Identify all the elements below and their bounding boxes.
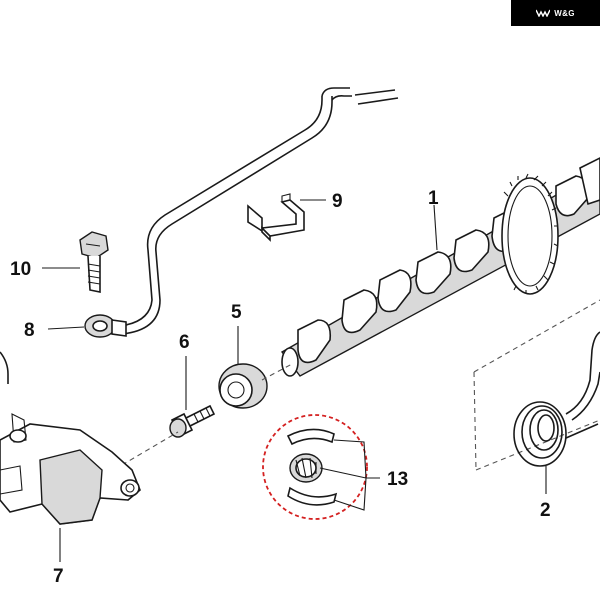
bolt xyxy=(79,231,109,293)
alignment-line xyxy=(261,363,293,381)
camshaft xyxy=(280,157,600,377)
leader-1 xyxy=(433,204,438,251)
torsion-spring xyxy=(513,331,600,467)
oil-pipe xyxy=(119,87,399,335)
screw xyxy=(169,404,216,438)
leader-13 xyxy=(319,439,380,511)
brand-badge: W&G xyxy=(511,0,600,26)
part-label-5: 5 xyxy=(231,302,242,323)
part-label-1: 1 xyxy=(428,188,439,209)
banjo-fitting xyxy=(84,314,127,338)
part-label-7: 7 xyxy=(53,566,64,587)
part-label-10: 10 xyxy=(10,259,31,280)
sensor-housing xyxy=(0,351,141,525)
brand-logo-text: W&G xyxy=(554,8,575,18)
part-2-group-box xyxy=(473,299,600,471)
wolf-icon xyxy=(536,9,551,17)
part-label-9: 9 xyxy=(332,191,343,212)
thrust-rings-highlight xyxy=(262,414,368,520)
part-label-13: 13 xyxy=(387,469,408,490)
part-label-8: 8 xyxy=(24,320,35,341)
bracket-clip xyxy=(247,193,305,242)
highlight-circle xyxy=(262,414,368,520)
part-label-6: 6 xyxy=(179,332,190,353)
part-label-2: 2 xyxy=(540,500,551,521)
seal-ring xyxy=(218,363,268,409)
alignment-line xyxy=(121,431,179,466)
leader-8 xyxy=(47,326,85,330)
